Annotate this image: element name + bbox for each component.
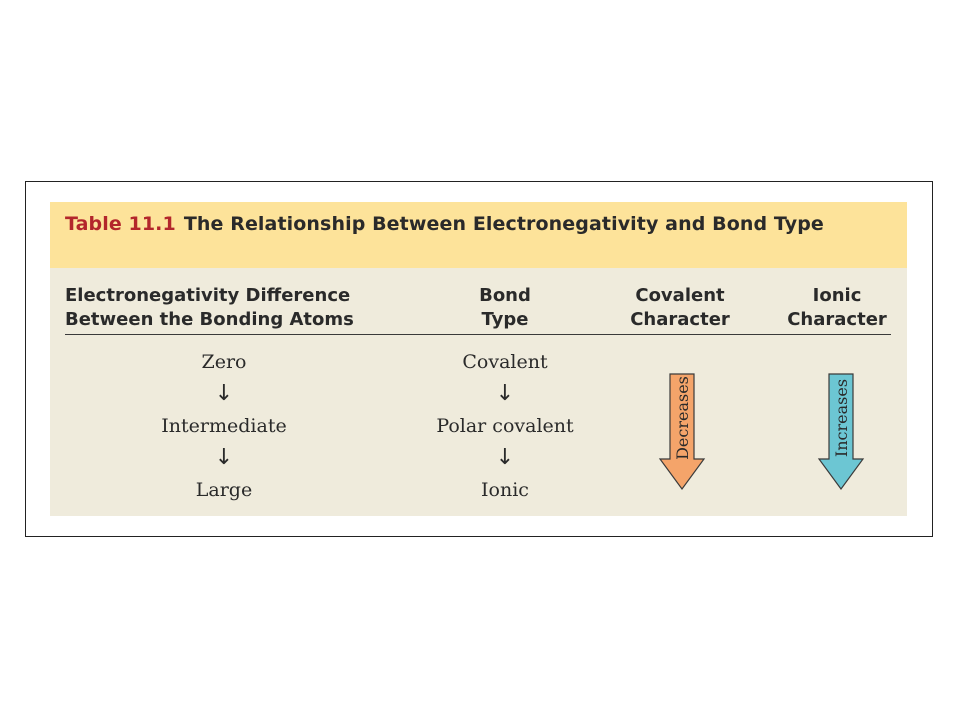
- covalent-trend-label: Decreases: [673, 376, 692, 460]
- bond-covalent: Covalent: [462, 351, 548, 373]
- bond-ionic: Ionic: [481, 479, 529, 501]
- header-bond-line1: Bond: [479, 285, 531, 306]
- header-ionic-character: Ionic Character: [777, 284, 897, 332]
- header-difference-line2: Between the Bonding Atoms: [65, 309, 354, 330]
- header-bond-line2: Type: [481, 309, 529, 330]
- header-difference-line1: Electronegativity Difference: [65, 285, 351, 306]
- table-title: The Relationship Between Electronegativi…: [183, 213, 824, 235]
- ionic-trend-label: Increases: [832, 379, 851, 457]
- header-ionic-line1: Ionic: [812, 285, 862, 306]
- header-ionic-line2: Character: [787, 309, 887, 330]
- table-caption: Table 11.1 The Relationship Between Elect…: [65, 211, 885, 237]
- decreases-arrow-icon: Decreases: [658, 373, 706, 491]
- header-rule: [65, 334, 891, 335]
- difference-intermediate: Intermediate: [161, 415, 287, 437]
- down-arrow-icon: ↓: [495, 445, 515, 470]
- table-number: Table 11.1: [65, 213, 176, 235]
- header-covalent-line2: Character: [630, 309, 730, 330]
- difference-zero: Zero: [201, 351, 247, 373]
- bond-polar-covalent: Polar covalent: [436, 415, 574, 437]
- header-bond-type: Bond Type: [455, 284, 555, 332]
- down-arrow-icon: ↓: [495, 381, 515, 406]
- increases-arrow-icon: Increases: [817, 373, 865, 491]
- difference-large: Large: [195, 479, 253, 501]
- down-arrow-icon: ↓: [214, 445, 234, 470]
- increases-arrow-shape: [817, 373, 865, 491]
- table-title-band: Table 11.1 The Relationship Between Elect…: [50, 202, 907, 268]
- header-covalent-character: Covalent Character: [620, 284, 740, 332]
- table-panel: Table 11.1 The Relationship Between Elect…: [50, 202, 907, 516]
- down-arrow-icon: ↓: [214, 381, 234, 406]
- decreases-arrow-shape: [658, 373, 706, 491]
- header-covalent-line1: Covalent: [635, 285, 725, 306]
- header-difference: Electronegativity Difference Between the…: [65, 284, 354, 332]
